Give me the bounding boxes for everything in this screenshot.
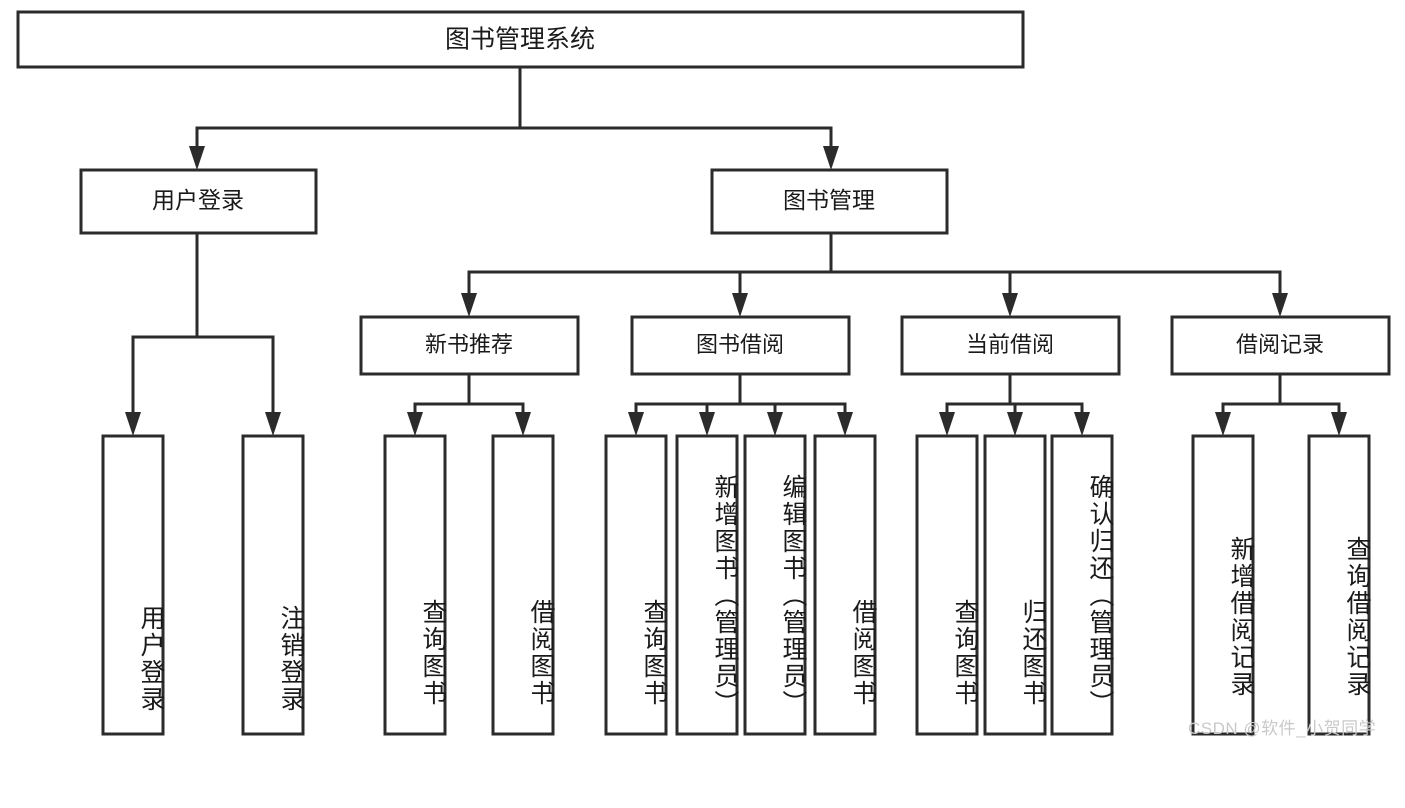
leaf-borrow-book-2-rect[interactable]: [813, 434, 877, 736]
arrow-head-icon: [732, 293, 748, 317]
leaf-return-book-rect[interactable]: [983, 434, 1047, 736]
arrow-head-icon: [1215, 412, 1231, 436]
node-root-label: 图书管理系统: [445, 26, 595, 54]
arrow-head-icon: [125, 412, 141, 436]
node-new-book-rec-rect: [359, 315, 580, 376]
node-user-login-label: 用户登录: [152, 187, 244, 213]
connectors-borrowrecord-to-leaves: [1215, 372, 1347, 436]
connectors-bookmanage-to-level3: [461, 231, 1288, 317]
arrow-head-icon: [461, 293, 477, 317]
node-new-book-rec-label: 新书推荐: [425, 332, 513, 357]
node-root-rect: [16, 10, 1025, 69]
connectors-newbook-to-leaves: [407, 372, 531, 436]
functional-structure-diagram: 图书管理系统 用户登录 图书管理 新书推荐 图书借阅 当前借阅 借阅记录: [16, 10, 1391, 738]
leaf-query-book-1-rect[interactable]: [383, 434, 447, 736]
arrow-head-icon: [837, 412, 853, 436]
arrow-head-icon: [265, 412, 281, 436]
arrow-head-icon: [823, 146, 839, 170]
arrow-head-icon: [1272, 293, 1288, 317]
connectors-root-to-level2: [189, 65, 839, 170]
node-book-manage-rect: [710, 168, 949, 235]
node-current-borrow[interactable]: 当前借阅: [900, 315, 1121, 376]
csdn-watermark: CSDN @软件_小贺同学: [1188, 719, 1377, 738]
node-book-manage[interactable]: 图书管理: [710, 168, 949, 235]
arrow-head-icon: [189, 146, 205, 170]
node-user-login[interactable]: 用户登录: [79, 168, 318, 235]
node-borrow-record-label: 借阅记录: [1236, 332, 1324, 357]
leaf-edit-book-admin-rect[interactable]: [743, 434, 807, 736]
node-borrow-record-rect: [1170, 315, 1391, 376]
leaf-add-book-admin-rect[interactable]: [675, 434, 739, 736]
arrow-head-icon: [1007, 412, 1023, 436]
arrow-head-icon: [939, 412, 955, 436]
leaf-query-borrow-record-rect[interactable]: [1307, 434, 1371, 736]
node-borrow-record[interactable]: 借阅记录: [1170, 315, 1391, 376]
node-new-book-rec[interactable]: 新书推荐: [359, 315, 580, 376]
leaf-confirm-return-rect[interactable]: [1050, 434, 1114, 736]
node-root[interactable]: 图书管理系统: [16, 10, 1025, 69]
node-book-borrow-label: 图书借阅: [696, 332, 784, 357]
node-user-login-rect: [79, 168, 318, 235]
leaf-add-borrow-record-rect[interactable]: [1191, 434, 1255, 736]
leaf-boxes: [101, 434, 1371, 736]
tree-svg-canvas: 图书管理系统 用户登录 图书管理 新书推荐 图书借阅 当前借阅 借阅记录: [16, 10, 1391, 736]
arrow-head-icon: [407, 412, 423, 436]
node-book-borrow-rect: [630, 315, 851, 376]
node-book-manage-label: 图书管理: [783, 187, 875, 213]
node-current-borrow-label: 当前借阅: [966, 332, 1054, 357]
leaf-query-book-2-rect[interactable]: [604, 434, 668, 736]
node-book-borrow[interactable]: 图书借阅: [630, 315, 851, 376]
connectors-userlogin-to-leaves: [125, 231, 281, 436]
arrow-head-icon: [699, 412, 715, 436]
connectors-currentborrow-to-leaves: [939, 372, 1090, 436]
node-current-borrow-rect: [900, 315, 1121, 376]
leaf-borrow-book-1-rect[interactable]: [491, 434, 555, 736]
arrow-head-icon: [1002, 293, 1018, 317]
leaf-query-book-3-rect[interactable]: [915, 434, 979, 736]
arrow-head-icon: [767, 412, 783, 436]
leaf-user-login-rect[interactable]: [101, 434, 165, 736]
leaf-logout-login-rect[interactable]: [241, 434, 305, 736]
arrow-head-icon: [1074, 412, 1090, 436]
arrow-head-icon: [1331, 412, 1347, 436]
arrow-head-icon: [628, 412, 644, 436]
arrow-head-icon: [515, 412, 531, 436]
connectors-bookborrow-to-leaves: [628, 372, 853, 436]
